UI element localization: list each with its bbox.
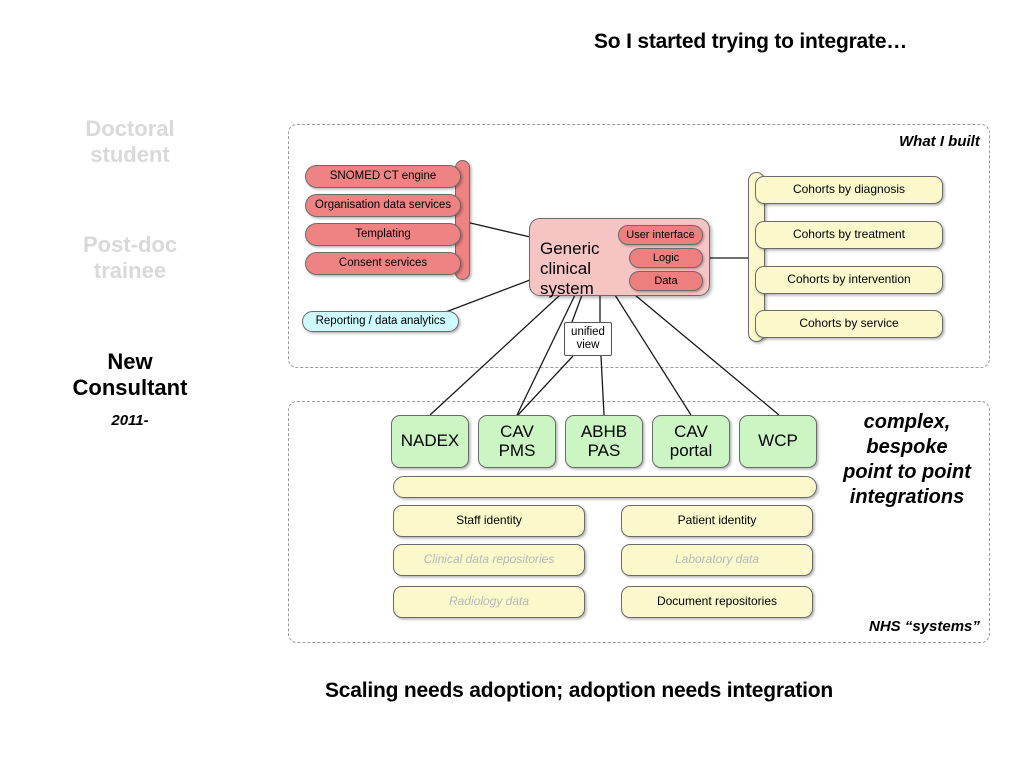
repo-box-patient-identity-label: Patient identity	[677, 513, 757, 528]
integration-side-note: complex, bespoke point to point integrat…	[832, 410, 982, 510]
repo-box-clinical-data-repositories-label: Clinical data repositories	[423, 552, 555, 567]
slide-title: So I started trying to integrate…	[594, 30, 908, 53]
timeline-stage-doctoral-student: Doctoral student	[15, 116, 245, 167]
generic-clinical-system-box[interactable]: Generic clinical system User interface L…	[529, 218, 710, 299]
reporting-data-analytics-pill[interactable]: Reporting / data analytics	[302, 311, 459, 332]
cohort-box-by-diagnosis[interactable]: Cohorts by diagnosis	[755, 176, 943, 204]
timeline-stage-new-consultant: New Consultant	[15, 349, 245, 400]
repo-box-staff-identity[interactable]: Staff identity	[393, 505, 585, 537]
repo-box-clinical-data-repositories[interactable]: Clinical data repositories	[393, 544, 585, 576]
generic-clinical-system-title-line3: system	[540, 279, 594, 299]
unified-view-box[interactable]: unified view	[564, 322, 612, 356]
nhs-systems-caption: NHS “systems”	[869, 618, 980, 635]
timeline-stage-postdoc-trainee-line2: trainee	[93, 257, 167, 283]
nhs-system-nadex-line1: NADEX	[400, 431, 460, 451]
layer-chip-logic-label: Logic	[652, 252, 680, 264]
cohort-box-by-service-label: Cohorts by service	[799, 316, 899, 331]
repo-box-document-repositories-label: Document repositories	[656, 594, 778, 609]
nhs-system-cav-pms-line1: CAV	[500, 421, 534, 441]
service-pill-templating[interactable]: Templating	[305, 223, 461, 246]
repo-box-document-repositories[interactable]: Document repositories	[621, 586, 813, 618]
nhs-system-abhb-pas[interactable]: ABHB PAS	[565, 415, 643, 468]
service-pill-consent-services[interactable]: Consent services	[305, 252, 461, 275]
integration-side-note-line1: complex,	[863, 411, 951, 433]
timeline-stage-new-consultant-line1: New	[107, 349, 153, 374]
cohort-box-by-treatment-label: Cohorts by treatment	[792, 227, 906, 242]
generic-clinical-system-title-line2: clinical	[540, 259, 592, 279]
nhs-system-cav-pms-line2: PMS	[498, 440, 536, 460]
service-pill-consent-services-label: Consent services	[338, 256, 428, 269]
generic-clinical-system-title-line1: Generic	[540, 239, 600, 258]
layer-chip-user-interface[interactable]: User interface	[618, 225, 703, 245]
unified-view-line1: unified	[571, 325, 605, 338]
service-pill-snomed-ct-engine[interactable]: SNOMED CT engine	[305, 165, 461, 188]
generic-clinical-system-title: Generic clinical system	[540, 239, 600, 299]
nhs-spanner-bar[interactable]	[393, 476, 817, 498]
integration-side-note-line4: integrations	[849, 486, 965, 508]
layer-chip-data[interactable]: Data	[629, 271, 703, 291]
timeline-stage-new-consultant-year: 2011-	[111, 412, 149, 429]
reporting-data-analytics-label: Reporting / data analytics	[315, 314, 446, 327]
timeline-stage-doctoral-student-line1: Doctoral	[85, 116, 175, 141]
repo-box-staff-identity-label: Staff identity	[456, 513, 522, 528]
layer-chip-user-interface-label: User interface	[626, 229, 695, 241]
nhs-system-abhb-pas-line2: PAS	[587, 440, 621, 460]
service-pill-templating-label: Templating	[355, 227, 411, 240]
cohort-box-by-treatment[interactable]: Cohorts by treatment	[755, 221, 943, 249]
nhs-system-wcp-line1: WCP	[758, 431, 798, 451]
unified-view-line2: view	[576, 339, 600, 351]
repo-box-patient-identity[interactable]: Patient identity	[621, 505, 813, 537]
nhs-system-cav-portal[interactable]: CAV portal	[652, 415, 730, 468]
cohort-box-by-service[interactable]: Cohorts by service	[755, 310, 943, 338]
repo-box-laboratory-data[interactable]: Laboratory data	[621, 544, 813, 576]
service-pill-snomed-ct-engine-label: SNOMED CT engine	[329, 169, 437, 182]
layer-chip-data-label: Data	[654, 275, 678, 287]
nhs-system-cav-portal-line1: CAV	[674, 421, 708, 441]
slide-footer: Scaling needs adoption; adoption needs i…	[325, 679, 834, 702]
repo-box-laboratory-data-label: Laboratory data	[674, 552, 760, 567]
timeline-stage-postdoc-trainee: Post-doc trainee	[15, 232, 245, 283]
cohort-box-by-intervention[interactable]: Cohorts by intervention	[755, 266, 943, 294]
timeline-stage-new-consultant-line2: Consultant	[72, 374, 188, 400]
integration-side-note-line3: point to point	[843, 461, 971, 483]
nhs-system-abhb-pas-line1: ABHB	[580, 421, 628, 441]
integration-side-note-line2: bespoke	[866, 436, 948, 458]
layer-chip-logic[interactable]: Logic	[629, 248, 703, 268]
service-pill-organisation-data-services-label: Organisation data services	[314, 198, 452, 211]
nhs-system-wcp[interactable]: WCP	[739, 415, 817, 468]
repo-box-radiology-data-label: Radiology data	[448, 594, 530, 609]
nhs-system-cav-portal-line2: portal	[669, 440, 713, 460]
repo-box-radiology-data[interactable]: Radiology data	[393, 586, 585, 618]
timeline-stage-doctoral-student-line2: student	[90, 141, 170, 167]
what-i-built-caption: What I built	[899, 133, 980, 150]
cohort-box-by-diagnosis-label: Cohorts by diagnosis	[792, 182, 906, 197]
timeline-stage-postdoc-trainee-line1: Post-doc	[82, 232, 178, 257]
service-pill-organisation-data-services[interactable]: Organisation data services	[305, 194, 461, 217]
cohort-box-by-intervention-label: Cohorts by intervention	[787, 272, 911, 287]
nhs-system-cav-pms[interactable]: CAV PMS	[478, 415, 556, 468]
nhs-system-nadex[interactable]: NADEX	[391, 415, 469, 468]
